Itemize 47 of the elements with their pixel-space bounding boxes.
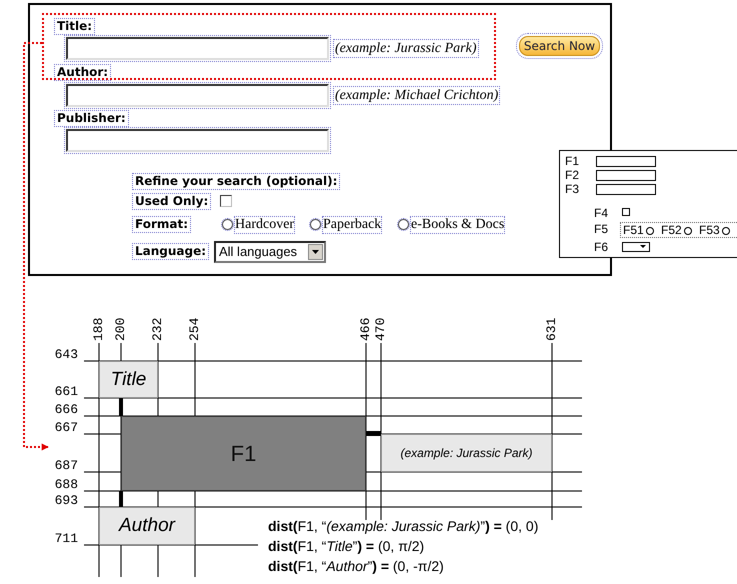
option-label: Hardcover xyxy=(234,216,296,234)
highlight-region xyxy=(42,13,496,80)
tick-label: 711 xyxy=(54,532,78,546)
tick-label: 661 xyxy=(54,385,78,399)
field-label: Title: xyxy=(54,18,96,35)
tick-label: 232 xyxy=(151,316,165,341)
field-name: F2 xyxy=(565,169,580,182)
tick-label: 667 xyxy=(54,421,78,435)
label-cell: (example: Jurassic Park) xyxy=(381,434,552,472)
tick-label: 470 xyxy=(374,316,388,341)
tick-label: 631 xyxy=(545,316,559,341)
option-label: Paperback xyxy=(322,216,382,234)
tick-label: 687 xyxy=(54,459,78,473)
formula: dist(F1, “Title”) = (0, π/2) xyxy=(268,538,424,555)
example-hint: (example: Jurassic Park) xyxy=(333,39,479,58)
tick-label: 200 xyxy=(114,316,128,341)
field-name: F3 xyxy=(565,183,580,196)
tick-label: 466 xyxy=(359,316,373,341)
tick-label: 254 xyxy=(188,316,202,341)
field-name: F4 xyxy=(594,207,608,220)
tick-label: 188 xyxy=(92,316,106,341)
formula: dist(F1, “(example: Jurassic Park)”) = (0, 0) xyxy=(268,518,538,535)
field-label: Publisher: xyxy=(54,110,129,127)
tick-label: 688 xyxy=(54,478,78,492)
field-label: Author: xyxy=(54,64,112,81)
tick-label: 666 xyxy=(54,403,78,417)
option-label: e-Books & Docs xyxy=(410,216,506,234)
field-label: Used Only: xyxy=(132,193,212,210)
option-name: F53 xyxy=(699,224,720,237)
search-button: Search Now xyxy=(519,36,600,56)
field-name: F6 xyxy=(594,241,608,254)
field-name: F1 xyxy=(565,155,580,168)
tick-label: 643 xyxy=(54,348,78,362)
option-name: F51 xyxy=(623,224,644,237)
field-label: Format: xyxy=(132,216,192,233)
label-cell: Title xyxy=(99,361,158,398)
tick-label: 693 xyxy=(54,494,78,508)
dropdown: All languages xyxy=(214,241,326,263)
section-heading: Refine your search (optional): xyxy=(132,173,340,190)
option-name: F52 xyxy=(661,224,682,237)
arrow xyxy=(23,42,49,450)
formula: dist(F1, “Author”) = (0, -π/2) xyxy=(268,558,444,575)
label-cell: Author xyxy=(99,507,195,545)
example-hint: (example: Michael Crichton) xyxy=(333,86,500,105)
field-name: F5 xyxy=(594,223,608,236)
field-block: F1 xyxy=(121,416,366,491)
field-label: Language: xyxy=(132,243,210,260)
